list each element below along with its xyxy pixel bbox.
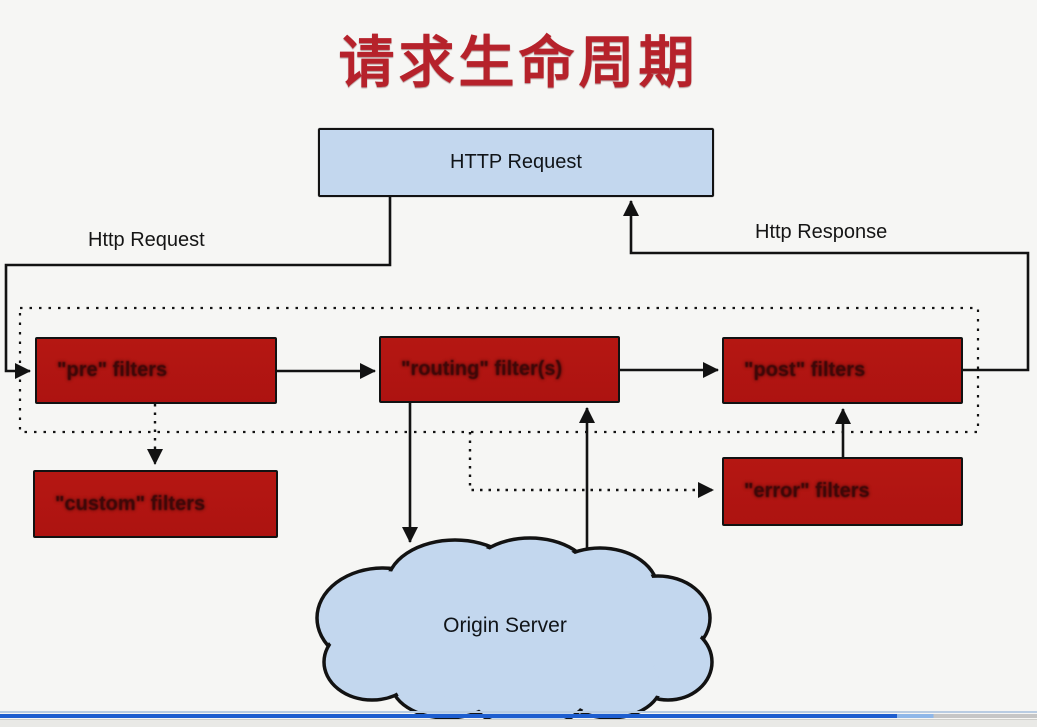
page-title: 请求生命周期 xyxy=(338,31,699,94)
http-request-label: HTTP Request xyxy=(450,151,582,173)
http-response-flow-label: Http Response xyxy=(755,221,888,243)
error-filters-label: "error" filters xyxy=(744,480,870,502)
error-filters-node: "error" filters xyxy=(722,457,963,526)
post-filters-node: "post" filters xyxy=(722,337,963,404)
pre-filters-label: "pre" filters xyxy=(57,359,168,381)
http-request-node: HTTP Request xyxy=(318,128,714,197)
player-bar-top-hairline xyxy=(0,711,1037,713)
player-progress-track[interactable] xyxy=(0,714,1037,718)
arrow-post-to-http-response xyxy=(623,200,1030,372)
custom-filters-node: "custom" filters xyxy=(33,470,278,538)
player-progress-bar[interactable] xyxy=(0,711,1037,727)
arrow-http-request-to-pre xyxy=(4,197,392,379)
routing-filters-label: "routing" filter(s) xyxy=(401,358,563,380)
pre-filters-node: "pre" filters xyxy=(35,337,277,404)
routing-filters-node: "routing" filter(s) xyxy=(379,336,620,403)
player-bottom-strip xyxy=(0,719,1037,727)
http-request-flow-label: Http Request xyxy=(88,229,205,251)
custom-filters-label: "custom" filters xyxy=(55,492,206,515)
post-filters-label: "post" filters xyxy=(744,359,866,381)
arrow-boundary-to-error xyxy=(468,432,714,498)
origin-server-cloud xyxy=(315,536,714,726)
origin-server-label: Origin Server xyxy=(443,614,567,637)
